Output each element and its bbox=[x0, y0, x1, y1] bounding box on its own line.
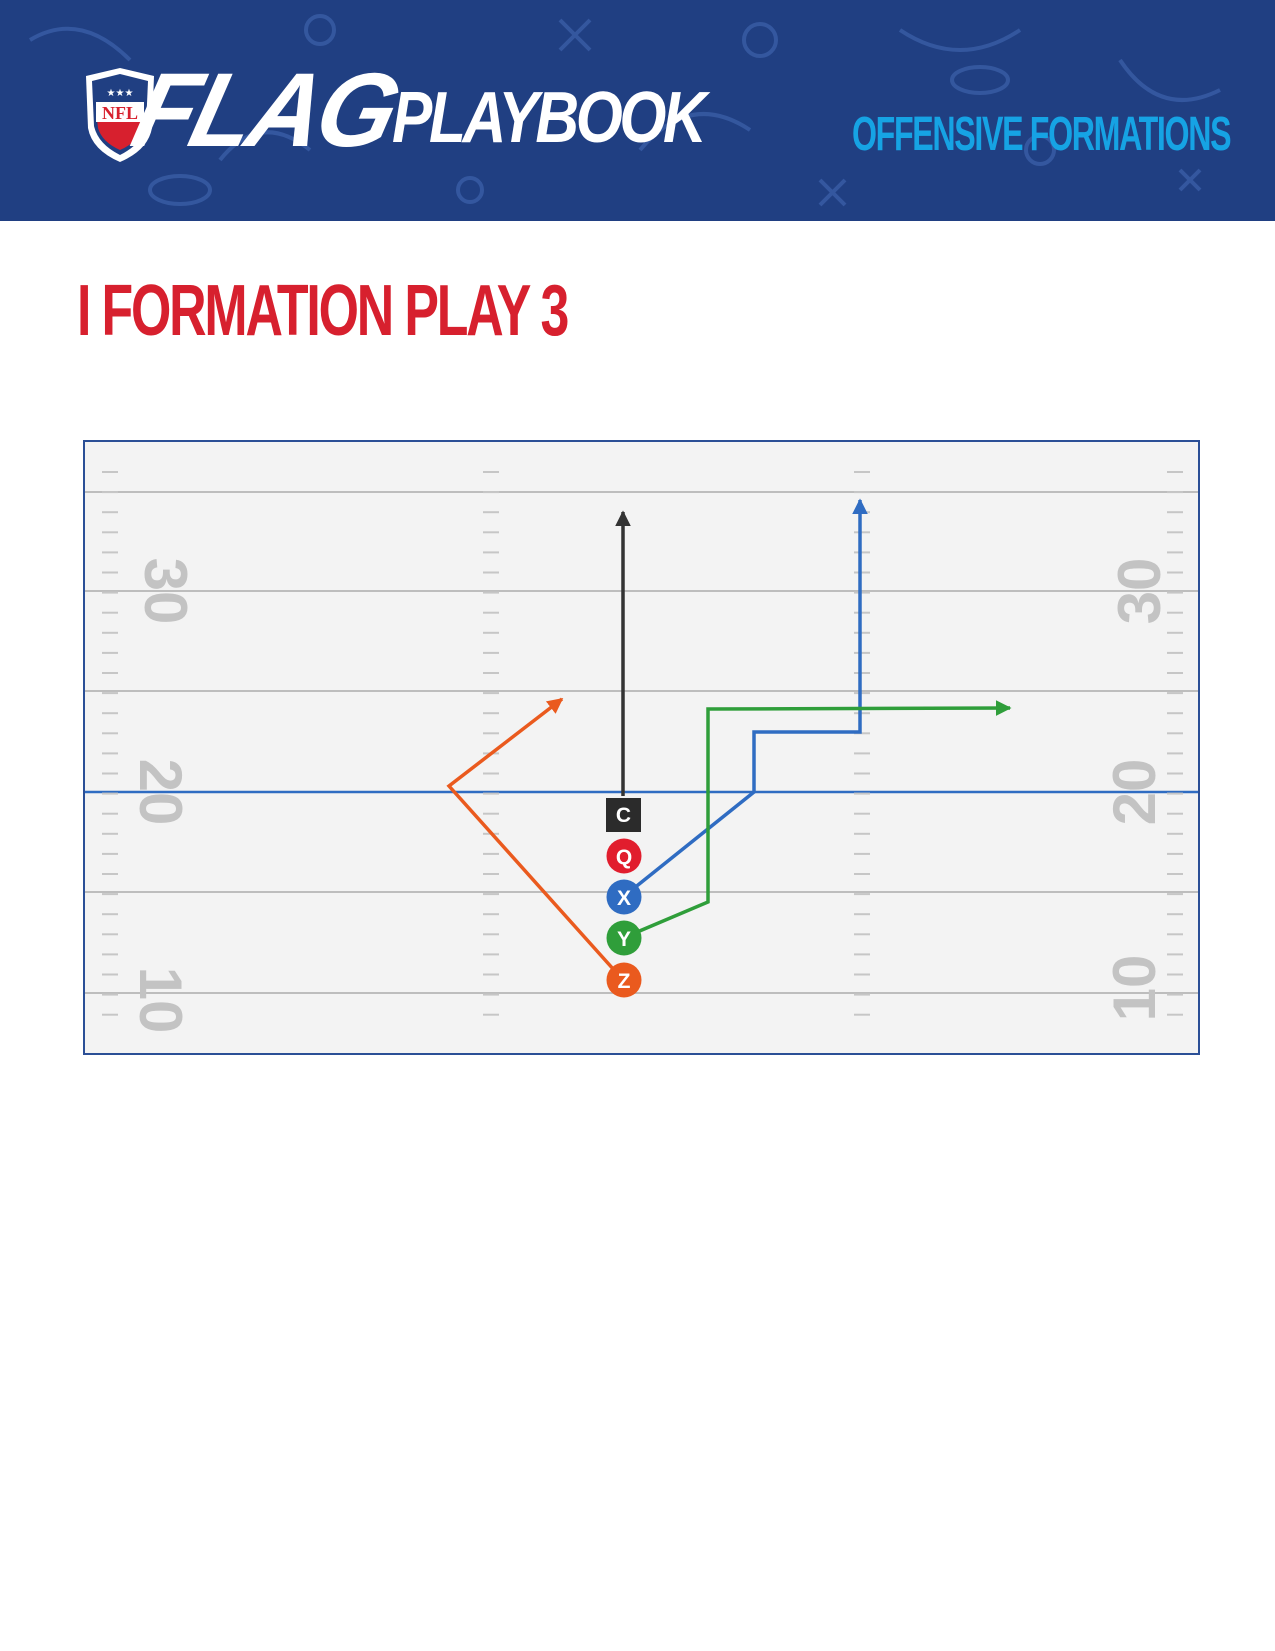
player-q: Q bbox=[606, 838, 642, 874]
yard-number-left-10: 10 bbox=[127, 967, 194, 1034]
players: C Q X Y Z bbox=[606, 798, 642, 998]
svg-text:★★★: ★★★ bbox=[107, 88, 134, 99]
route-z bbox=[446, 697, 625, 982]
player-y: Y bbox=[606, 920, 642, 956]
player-z: Z bbox=[606, 962, 642, 998]
header-pattern bbox=[28, 14, 1221, 207]
route-x bbox=[621, 498, 868, 899]
player-y-label: Y bbox=[617, 928, 631, 951]
header-banner: NFL ★★★ FLAG PLAYBOOK OFFENSIVE FORMATIO… bbox=[0, 0, 1275, 221]
player-x-label: X bbox=[617, 887, 631, 910]
play-diagram: 30 20 10 30 20 10 C Q X Y Z bbox=[83, 440, 1200, 1055]
section-label: OFFENSIVE FORMATIONS bbox=[852, 108, 1232, 161]
yard-number-right-10: 10 bbox=[1101, 955, 1168, 1022]
header-title: PLAYBOOK bbox=[392, 78, 707, 158]
nfl-logo-text: NFL bbox=[102, 103, 138, 123]
yard-number-right-20: 20 bbox=[1101, 759, 1168, 826]
yard-lines bbox=[85, 491, 1198, 994]
player-x: X bbox=[606, 879, 642, 915]
field-surface bbox=[83, 440, 1200, 1055]
player-c: C bbox=[606, 798, 641, 832]
yard-number-right-30: 30 bbox=[1106, 558, 1173, 625]
player-z-label: Z bbox=[618, 970, 631, 993]
yard-numbers-right: 30 20 10 bbox=[1101, 558, 1173, 1022]
yard-numbers-left: 30 20 10 bbox=[127, 558, 199, 1034]
yard-number-left-20: 20 bbox=[127, 759, 194, 826]
nfl-shield-logo: NFL ★★★ bbox=[86, 68, 154, 162]
route-y bbox=[622, 700, 1012, 940]
yard-number-left-30: 30 bbox=[132, 558, 199, 625]
player-q-label: Q bbox=[616, 846, 632, 869]
player-c-label: C bbox=[616, 804, 631, 827]
play-title: I FORMATION PLAY 3 bbox=[77, 271, 569, 351]
routes bbox=[446, 498, 1012, 982]
